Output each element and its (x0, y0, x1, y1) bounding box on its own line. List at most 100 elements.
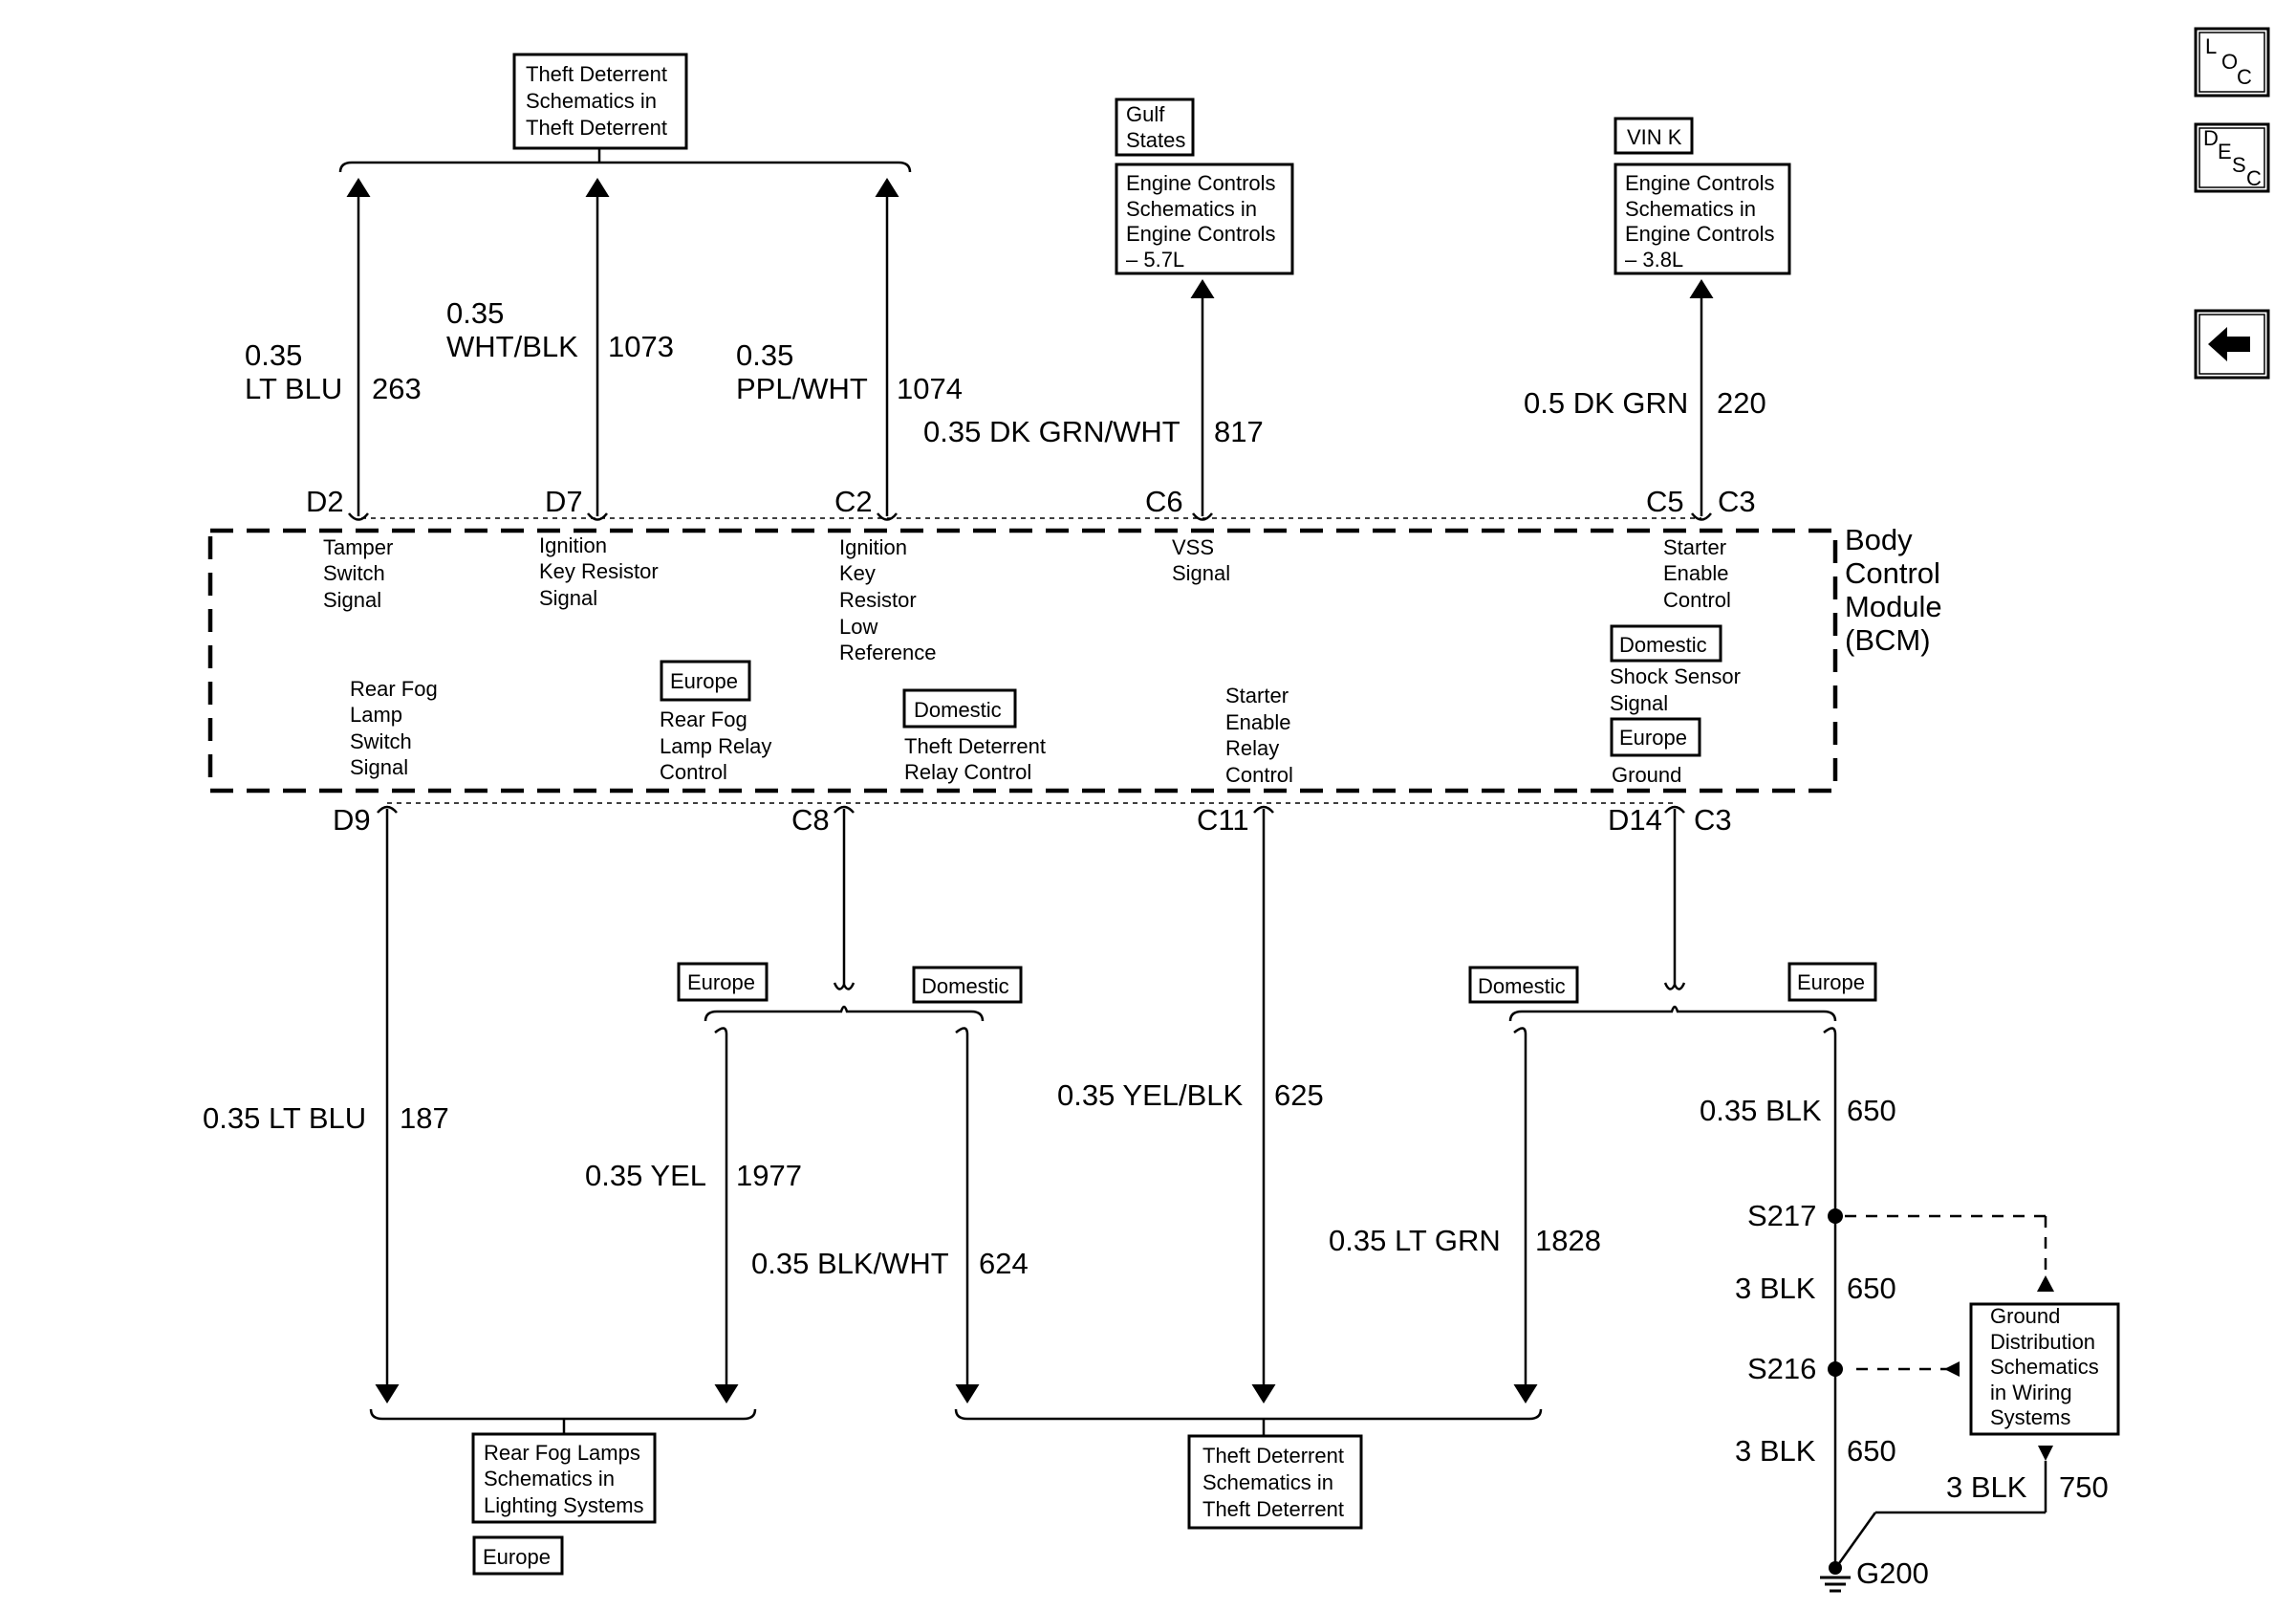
diagram-label: 3 BLK (1946, 1470, 2027, 1504)
diagram-label: 220 (1717, 386, 1766, 420)
domestic-tag-inner: Domestic (902, 688, 1017, 729)
wire-1977[interactable] (714, 1027, 739, 1403)
diagram-label: S216 (1747, 1352, 1816, 1385)
wire-624[interactable] (955, 1027, 980, 1403)
theft-deterrent-bottom-ref[interactable]: Theft Deterrent Schematics in Theft Dete… (1187, 1434, 1363, 1530)
diagram-label: – 3.8L (1625, 248, 1683, 272)
diagram-label: Domestic (1619, 633, 1707, 657)
diagram-label: Ignition (539, 533, 607, 557)
diagram-label: Schematics (1990, 1355, 2099, 1379)
diagram-label: C (2246, 166, 2262, 190)
domestic-tag-d14: Domestic (1468, 966, 1579, 1004)
diagram-label: 750 (2059, 1470, 2109, 1504)
diagram-label: VIN K (1627, 125, 1682, 149)
diagram-label: Systems (1990, 1405, 2070, 1429)
europe-tag-rear-fog: Europe (472, 1535, 564, 1576)
diagram-label: O (2221, 50, 2238, 74)
europe-tag-c8: Europe (677, 962, 769, 1002)
engine-controls-57-ref[interactable]: Engine Controls Schematics in Engine Con… (1115, 163, 1294, 275)
wire-650[interactable] (1823, 1027, 1837, 1568)
domestic-tag-c8: Domestic (912, 966, 1023, 1004)
diagram-label: Schematics in (1202, 1470, 1333, 1494)
diagram-label: C11 (1197, 803, 1249, 837)
diagram-label: D14 (1608, 803, 1662, 837)
diagram-label: Shock Sensor (1610, 664, 1741, 688)
splice-s216[interactable] (1828, 1361, 1960, 1377)
theft-deterrent-top-ref[interactable]: Theft Deterrent Schematics in Theft Dete… (512, 53, 688, 150)
domestic-tag-shock: Domestic (1610, 624, 1722, 663)
splice-s217[interactable] (1828, 1208, 2054, 1292)
diagram-label: D7 (545, 485, 583, 518)
body-control-module[interactable] (207, 517, 1838, 804)
diagram-label: Rear Fog Lamps (484, 1441, 640, 1465)
diagram-label: Switch (323, 561, 385, 585)
vin-k-tag: VIN K (1614, 117, 1694, 155)
diagram-label: Reference (839, 641, 937, 664)
location-icon[interactable]: L O C (2194, 27, 2270, 98)
ground-g200-icon (1820, 1561, 1851, 1593)
diagram-label: Europe (483, 1545, 551, 1569)
diagram-label: 0.35 YEL/BLK (1057, 1078, 1244, 1112)
signal-ignition-key-low-ref: Ignition Key Resistor Low Reference (839, 535, 937, 664)
diagram-label: Switch (350, 729, 412, 753)
diagram-label: Signal (323, 588, 381, 612)
diagram-label: Engine Controls (1625, 222, 1775, 246)
bottom-center-bracket (954, 1408, 1543, 1421)
diagram-label: Control (1663, 588, 1731, 612)
signal-rear-fog-switch: Rear Fog Lamp Switch Signal (350, 677, 438, 779)
engine-controls-38-ref[interactable]: Engine Controls Schematics in Engine Con… (1614, 163, 1791, 275)
signal-starter-enable-relay: Starter Enable Relay Control (1225, 684, 1293, 787)
diagram-label: (BCM) (1845, 623, 1931, 657)
diagram-label: Signal (1610, 691, 1668, 715)
diagram-label: 0.35 (446, 296, 504, 330)
diagram-label: WHT/BLK (446, 330, 578, 363)
diagram-label: C2 (834, 485, 873, 518)
wire-1828[interactable] (1513, 1027, 1538, 1403)
wire-750[interactable] (1835, 1446, 2053, 1567)
diagram-label: States (1126, 128, 1185, 152)
diagram-label: 650 (1847, 1272, 1896, 1305)
diagram-label: Enable (1225, 710, 1291, 734)
ground-distribution-ref[interactable]: Ground Distribution Schematics in Wiring… (1969, 1302, 2120, 1436)
diagram-label: Ground (1990, 1304, 2060, 1328)
diagram-label: 263 (372, 372, 422, 405)
diagram-label: D2 (306, 485, 344, 518)
signal-starter-enable-control: Starter Enable Control (1663, 535, 1731, 612)
diagram-label: 3 BLK (1735, 1434, 1816, 1468)
diagram-label: Key (839, 561, 876, 585)
diagram-label: Relay (1225, 736, 1279, 760)
diagram-label: 0.35 (736, 338, 793, 372)
diagram-label: 0.35 DK GRN/WHT (923, 415, 1180, 448)
diagram-label: G200 (1856, 1556, 1929, 1590)
diagram-label: VSS (1172, 535, 1214, 559)
description-icon[interactable]: D E S C (2194, 122, 2270, 193)
diagram-label: 0.5 DK GRN (1524, 386, 1688, 420)
back-arrow-icon[interactable] (2194, 309, 2270, 380)
diagram-label: Schematics in (484, 1467, 615, 1490)
diagram-label: 0.35 BLK/WHT (751, 1247, 949, 1280)
diagram-label: Signal (350, 755, 408, 779)
diagram-label: Europe (670, 669, 738, 693)
bottom-left-bracket (369, 1408, 757, 1421)
diagram-label: 0.35 (245, 338, 302, 372)
diagram-label: Relay Control (904, 760, 1031, 784)
diagram-label: Domestic (914, 698, 1002, 722)
diagram-label: Theft Deterrent (1202, 1497, 1344, 1521)
diagram-label: C5 (1646, 485, 1684, 518)
diagram-label: Lamp (350, 703, 402, 727)
diagram-label: Theft Deterrent (526, 116, 667, 140)
diagram-label: Control (1225, 763, 1293, 787)
diagram-label: Low (839, 615, 877, 639)
diagram-label: Control (660, 760, 727, 784)
diagram-label: Gulf (1126, 102, 1165, 126)
diagram-label: S (2232, 153, 2246, 177)
europe-tag-d14: Europe (1787, 962, 1877, 1002)
rear-fog-lamps-ref[interactable]: Rear Fog Lamps Schematics in Lighting Sy… (471, 1432, 657, 1524)
diagram-label: 187 (400, 1101, 449, 1135)
diagram-label: 650 (1847, 1434, 1896, 1468)
signal-theft-relay: Theft Deterrent Relay Control (904, 734, 1046, 784)
diagram-label: Rear Fog (350, 677, 438, 701)
diagram-label: 625 (1274, 1078, 1324, 1112)
diagram-label: PPL/WHT (736, 372, 868, 405)
